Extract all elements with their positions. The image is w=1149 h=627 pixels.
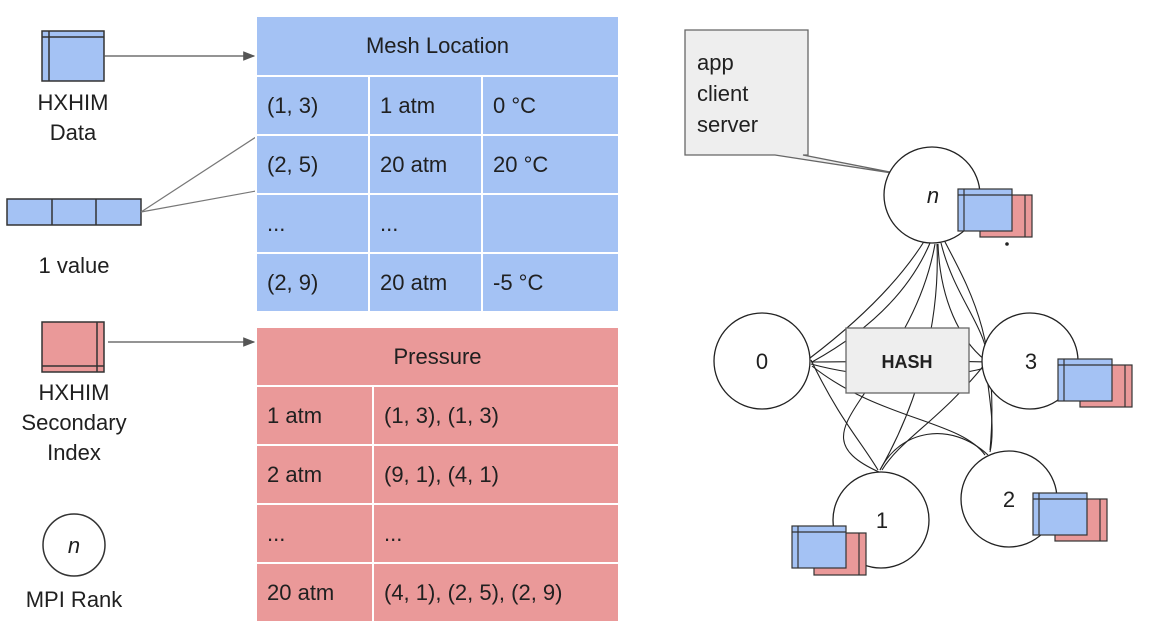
- one-value-icon: [6, 198, 142, 226]
- value-pointer-line-bottom: [140, 190, 257, 213]
- table-row: 2 atm (9, 1), (4, 1): [255, 444, 620, 505]
- pressure-cell: ...: [255, 503, 374, 564]
- rank-node-2-label: 2: [1003, 487, 1015, 512]
- mesh-cell: (1, 3): [255, 75, 370, 136]
- mesh-cell: ...: [255, 193, 370, 254]
- rank-node-1-label: 1: [876, 508, 888, 533]
- pressure-cell: (9, 1), (4, 1): [372, 444, 620, 505]
- value-pointer-line-top: [140, 136, 257, 213]
- pressure-table: Pressure 1 atm (1, 3), (1, 3) 2 atm (9, …: [255, 326, 620, 623]
- table-row: (2, 9) 20 atm -5 °C: [255, 252, 620, 313]
- mesh-cell: 1 atm: [368, 75, 483, 136]
- mesh-cell: 20 °C: [481, 134, 620, 195]
- table-row: 1 atm (1, 3), (1, 3): [255, 385, 620, 446]
- rank-node-3-label: 3: [1025, 349, 1037, 374]
- table-row: (1, 3) 1 atm 0 °C: [255, 75, 620, 136]
- pressure-cell: 20 atm: [255, 562, 374, 623]
- mesh-cell: (2, 9): [255, 252, 370, 313]
- mpi-rank-symbol: [42, 513, 106, 577]
- rank-node-0: [713, 312, 811, 410]
- callout-line-1: app: [697, 50, 734, 75]
- pressure-table-title: Pressure: [255, 326, 620, 387]
- hash-box: [845, 327, 970, 394]
- mpi-rank-label: MPI Rank: [25, 587, 123, 612]
- rank-node-0-label: 0: [756, 349, 768, 374]
- callout-line-2: client: [697, 81, 748, 106]
- mesh-table-title: Mesh Location: [255, 15, 620, 77]
- rank-n-storage-icon: [957, 188, 1033, 246]
- table-row: (2, 5) 20 atm 20 °C: [255, 134, 620, 195]
- mesh-cell: 20 atm: [368, 134, 483, 195]
- table-row: 20 atm (4, 1), (2, 5), (2, 9): [255, 562, 620, 623]
- pressure-cell: 1 atm: [255, 385, 374, 446]
- mesh-cell: (2, 5): [255, 134, 370, 195]
- table-row: ... ...: [255, 193, 620, 254]
- pressure-cell: (4, 1), (2, 5), (2, 9): [372, 562, 620, 623]
- callout-line-3: server: [697, 112, 758, 137]
- pressure-cell: ...: [372, 503, 620, 564]
- mesh-cell: 0 °C: [481, 75, 620, 136]
- pressure-cell: (1, 3), (1, 3): [372, 385, 620, 446]
- secondary-index-label: HXHIM Secondary Index: [21, 380, 127, 465]
- mpi-rank-symbol-label: n: [68, 533, 80, 558]
- hxhim-data-icon: [41, 30, 105, 82]
- mesh-cell: -5 °C: [481, 252, 620, 313]
- table-row: ... ...: [255, 503, 620, 564]
- callout-box: [684, 29, 906, 176]
- one-value-label: 1 value: [38, 253, 110, 278]
- hash-label: HASH: [881, 352, 932, 372]
- mesh-cell: 20 atm: [368, 252, 483, 313]
- mesh-location-table: Mesh Location (1, 3) 1 atm 0 °C (2, 5) 2…: [255, 15, 620, 313]
- mesh-cell: ...: [368, 193, 483, 254]
- rank-1-storage-icon: [791, 525, 867, 576]
- hxhim-data-label: HXHIM Data: [37, 90, 109, 145]
- rank-node-n-label: n: [927, 183, 939, 208]
- rank-2-storage-icon: [1032, 492, 1108, 542]
- rank-3-storage-icon: [1057, 358, 1133, 408]
- pressure-cell: 2 atm: [255, 444, 374, 505]
- mesh-cell: [481, 193, 620, 254]
- secondary-index-icon: [41, 321, 105, 373]
